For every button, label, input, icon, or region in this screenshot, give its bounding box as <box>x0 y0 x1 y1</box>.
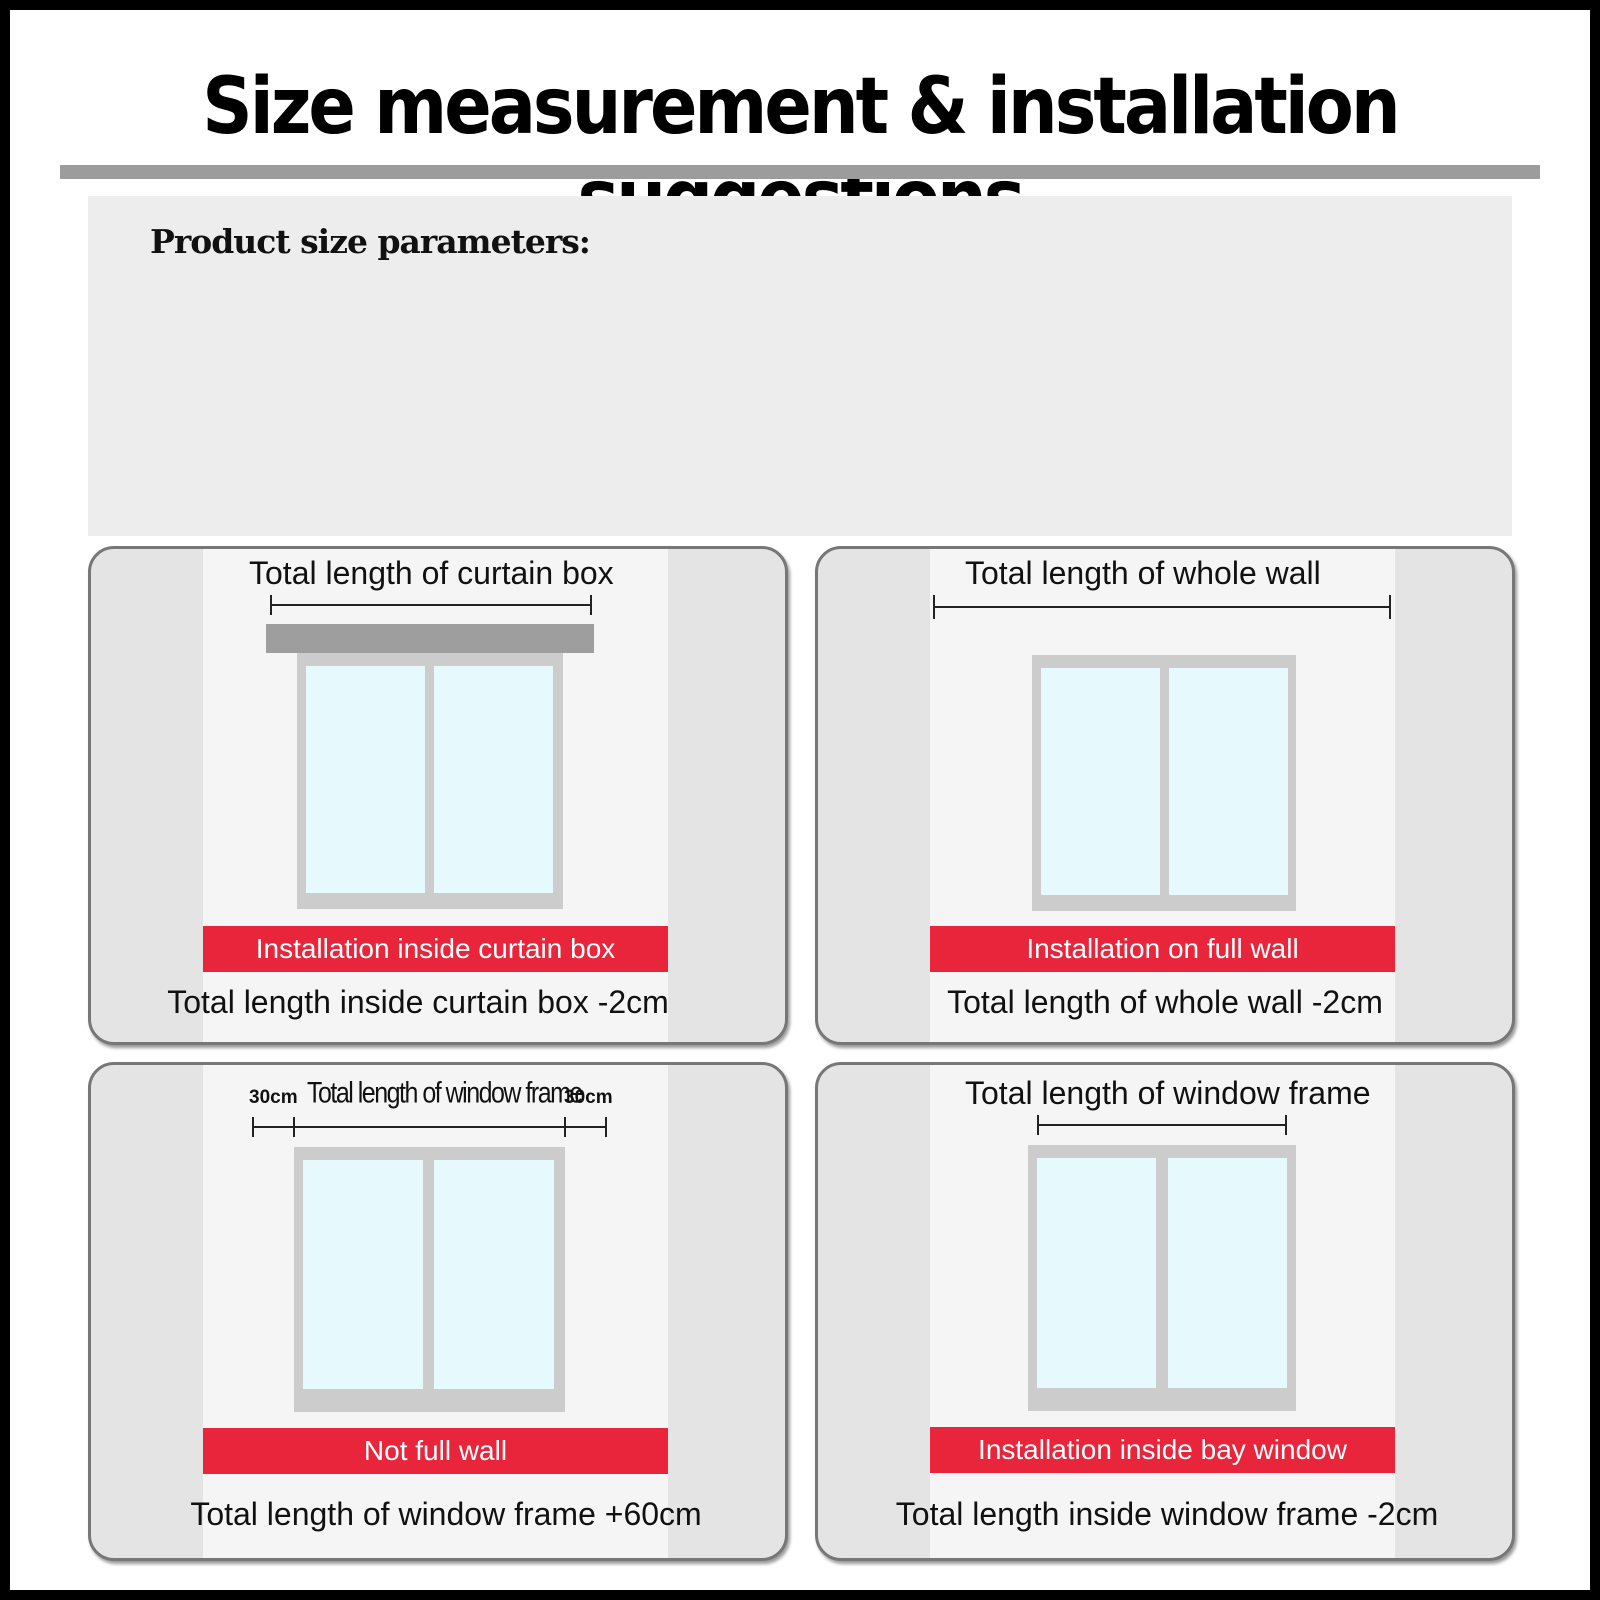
title-divider <box>60 165 1540 179</box>
window-illustration <box>252 1117 607 1412</box>
top-label: Total length of whole wall <box>965 555 1321 591</box>
right-margin-label: 30cm <box>564 1087 613 1108</box>
curtain-box <box>266 624 594 653</box>
measure-line <box>1037 1115 1287 1135</box>
panel-curtain-box: Total length of curtain box Installation… <box>88 546 788 1045</box>
bottom-formula: Total length of window frame +60cm <box>190 1496 702 1532</box>
window-icon <box>1032 655 1296 911</box>
bottom-formula: Total length inside curtain box -2cm <box>167 984 669 1020</box>
installation-banner: Installation inside bay window <box>930 1427 1395 1473</box>
spec-section <box>88 196 1512 536</box>
measure-line <box>933 595 1391 619</box>
window-icon <box>294 1147 565 1412</box>
window-icon <box>297 653 563 909</box>
spec-label: Product size parameters: <box>150 222 591 261</box>
infographic: Size measurement & installation suggesti… <box>10 10 1590 1590</box>
top-label: Total length of window frame <box>965 1075 1371 1111</box>
window-illustration <box>933 595 1391 911</box>
installation-banner: Not full wall <box>203 1428 668 1474</box>
top-label: Total length of window frame <box>307 1076 583 1110</box>
measure-line <box>270 595 592 615</box>
bottom-formula: Total length inside window frame -2cm <box>895 1496 1439 1532</box>
measure-line <box>252 1117 607 1137</box>
left-margin-label: 30cm <box>249 1087 298 1108</box>
top-label: Total length of curtain box <box>249 555 614 591</box>
window-illustration <box>1028 1115 1296 1411</box>
installation-banner: Installation on full wall <box>930 926 1395 972</box>
panel-full-wall: Total length of whole wall Installation … <box>815 546 1515 1045</box>
panel-not-full-wall: 30cm Total length of window frame 30cm N… <box>88 1062 788 1561</box>
window-illustration <box>266 595 594 909</box>
bottom-formula: Total length of whole wall -2cm <box>947 984 1383 1020</box>
window-icon <box>1028 1145 1296 1411</box>
panel-bay-window: Total length of window frame Installatio… <box>815 1062 1515 1561</box>
installation-banner: Installation inside curtain box <box>203 926 668 972</box>
